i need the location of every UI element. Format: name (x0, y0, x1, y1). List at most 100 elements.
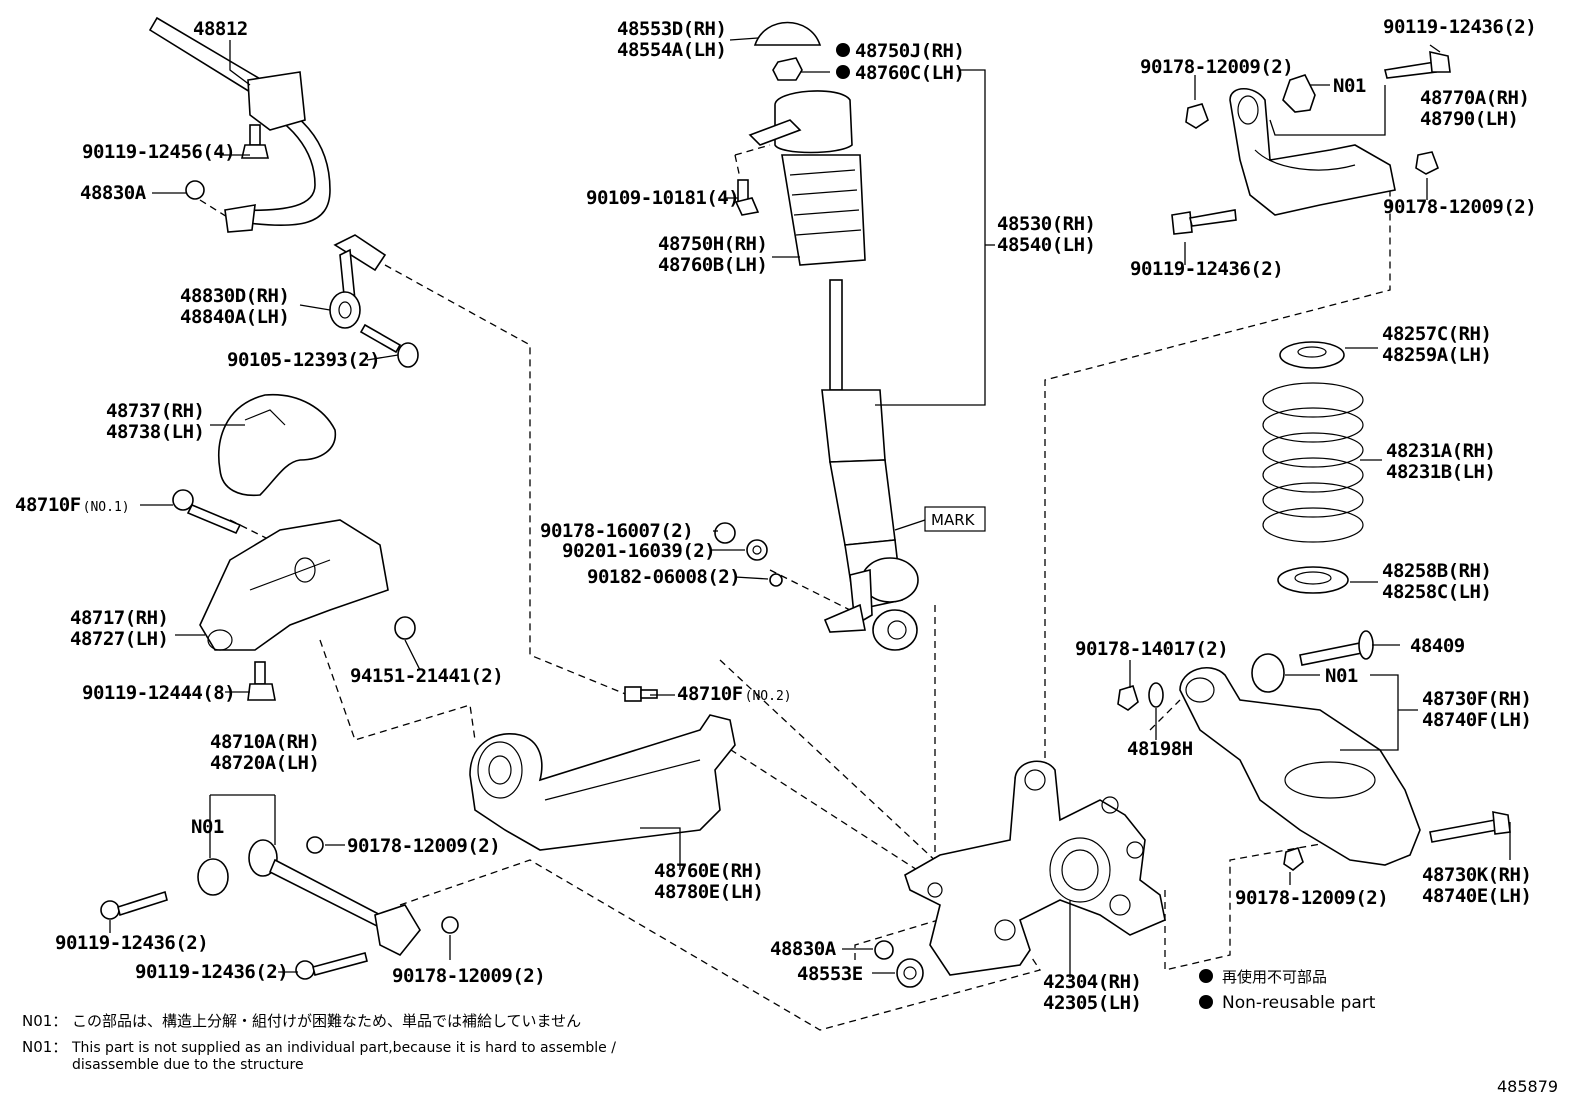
bolts-90119-12436-left-parts (100, 890, 368, 980)
strut-mount-48553D-part (753, 21, 822, 46)
stabilizer-bar-part (148, 16, 331, 233)
label-90178-16007: 90178-16007(2) (540, 520, 693, 542)
bolt-48710F-no2-part (624, 686, 658, 702)
label-48738: 48738(LH) (106, 421, 204, 443)
label-48770A: 48770A(RH) (1420, 87, 1529, 109)
nut-48553E-part (896, 958, 924, 988)
note-en-key: N01： (22, 1038, 67, 1056)
label-42304: 42304(RH) (1043, 971, 1141, 993)
footnotes: N01： この部品は、構造上分解・組付けが困難なため、単品では補給していません … (22, 1012, 616, 1073)
label-48750H: 48750H(RH) (658, 233, 767, 255)
arm-48710A-part (248, 839, 421, 957)
label-48554A: 48554A(LH) (617, 39, 726, 61)
label-90178-12009-br: 90178-12009(2) (1235, 887, 1388, 909)
label-N01-right: N01 (1325, 665, 1358, 687)
nut-48830A-top-part (185, 180, 205, 200)
label-48720A: 48720A(LH) (210, 752, 319, 774)
label-48760B: 48760B(LH) (658, 254, 767, 276)
label-48760E: 48760E(RH) (654, 860, 763, 882)
label-48830A-bottom: 48830A (770, 938, 837, 960)
washers-90178-16007-parts (714, 522, 783, 587)
note-jp-text: この部品は、構造上分解・組付けが困難なため、単品では補給していません (72, 1012, 581, 1030)
nut-90178-12009-br-part (1283, 846, 1304, 871)
label-90182-06008: 90182-06008(2) (587, 566, 740, 588)
label-90119-12436-mid: 90119-12436(2) (1130, 258, 1283, 280)
bolt-48710F-no1-part (172, 489, 242, 535)
nut-48830A-bottom-part (874, 940, 894, 960)
label-48258B: 48258B(RH) (1382, 560, 1491, 582)
legend-marker-icon (1199, 969, 1213, 983)
label-48231A: 48231A(RH) (1386, 440, 1495, 462)
label-48730F: 48730F(RH) (1422, 688, 1531, 710)
label-48740E: 48740E(LH) (1422, 885, 1531, 907)
bolt-90119-12456-part (240, 124, 270, 159)
label-48812: 48812 (193, 18, 248, 40)
label-48259A: 48259A(LH) (1382, 344, 1491, 366)
nut-90178-12009-tl-part (1185, 103, 1209, 129)
nut-90178-12009-b-part (441, 916, 459, 934)
nut-90178-12009-a-part (306, 836, 324, 854)
label-90105-12393: 90105-12393(2) (227, 349, 380, 371)
label-90119-12436-top: 90119-12436(2) (1383, 16, 1536, 38)
label-90178-14017: 90178-14017(2) (1075, 638, 1228, 660)
bushing-N01-top-part (1282, 74, 1316, 113)
label-48553E: 48553E (797, 963, 863, 985)
nut-48750J-part (772, 57, 803, 81)
label-90109-10181: 90109-10181(4) (586, 187, 739, 209)
parts-artwork (100, 16, 1511, 988)
label-48198H: 48198H (1127, 738, 1193, 760)
note-en-line2: disassemble due to the structure (72, 1057, 304, 1073)
label-48840A: 48840A(LH) (180, 306, 289, 328)
bolt-90109-10181-part (734, 179, 760, 216)
label-90201-16039: 90201-16039(2) (562, 540, 715, 562)
nut-90178-14017-part (1117, 685, 1139, 711)
label-48830D: 48830D(RH) (180, 285, 289, 307)
label-48727: 48727(LH) (70, 628, 168, 650)
coil-spring-48231A-part (1262, 382, 1364, 543)
washer-48198H-part (1148, 682, 1164, 708)
dashed-connection-lines (199, 144, 1401, 1031)
diagram-id: 485879 (1497, 1077, 1558, 1096)
label-48553D: 48553D(RH) (617, 18, 726, 40)
label-90178-12009-tl: 90178-12009(2) (1140, 56, 1293, 78)
label-90178-12009-a: 90178-12009(2) (347, 835, 500, 857)
label-48740F: 48740F(LH) (1422, 709, 1531, 731)
label-48717: 48717(RH) (70, 607, 168, 629)
label-48730K: 48730K(RH) (1422, 864, 1531, 886)
label-48530: 48530(RH) (997, 213, 1095, 235)
note-jp-key: N01： (22, 1012, 67, 1030)
legend: 再使用不可部品 Non-reusable part (1199, 968, 1376, 1013)
label-N01-top: N01 (1333, 75, 1366, 97)
bolt-90119-12444-part (247, 661, 276, 701)
label-90119-12456: 90119-12456(4) (82, 141, 235, 163)
label-48737: 48737(RH) (106, 400, 204, 422)
label-48710A: 48710A(RH) (210, 731, 319, 753)
label-48780E: 48780E(LH) (654, 881, 763, 903)
cover-48737-part (218, 393, 336, 497)
nut-90178-12009-tr-part (1415, 151, 1440, 175)
mark-box (924, 506, 986, 532)
label-90119-12436-b: 90119-12436(2) (135, 961, 288, 983)
label-48257C: 48257C(RH) (1382, 323, 1491, 345)
label-48258C: 48258C(LH) (1382, 581, 1491, 603)
label-48231B: 48231B(LH) (1386, 461, 1495, 483)
bushing-N01-left-part (197, 858, 229, 896)
label-48830A-top: 48830A (80, 182, 147, 204)
label-MARK: MARK (931, 511, 976, 529)
non-reusable-marker-icon (836, 43, 850, 57)
label-90178-12009-tr: 90178-12009(2) (1383, 196, 1536, 218)
stabilizer-link-part (329, 234, 387, 329)
label-48760C: 48760C(LH) (855, 62, 964, 84)
upper-arm-48770A-part (1229, 87, 1396, 216)
non-reusable-marker-icon (836, 65, 850, 79)
bolt-48409-part (1299, 630, 1374, 666)
label-42305: 42305(LH) (1043, 992, 1141, 1014)
nut-94151-part (394, 616, 416, 640)
label-90178-12009-b: 90178-12009(2) (392, 965, 545, 987)
label-N01-left: N01 (191, 816, 224, 838)
bushing-N01-right-part (1251, 653, 1285, 693)
bracket-48717-part (199, 519, 389, 651)
legend-jp: 再使用不可部品 (1222, 968, 1327, 986)
note-en-line1: This part is not supplied as an individu… (71, 1040, 616, 1056)
leader-lines (109, 37, 1511, 978)
